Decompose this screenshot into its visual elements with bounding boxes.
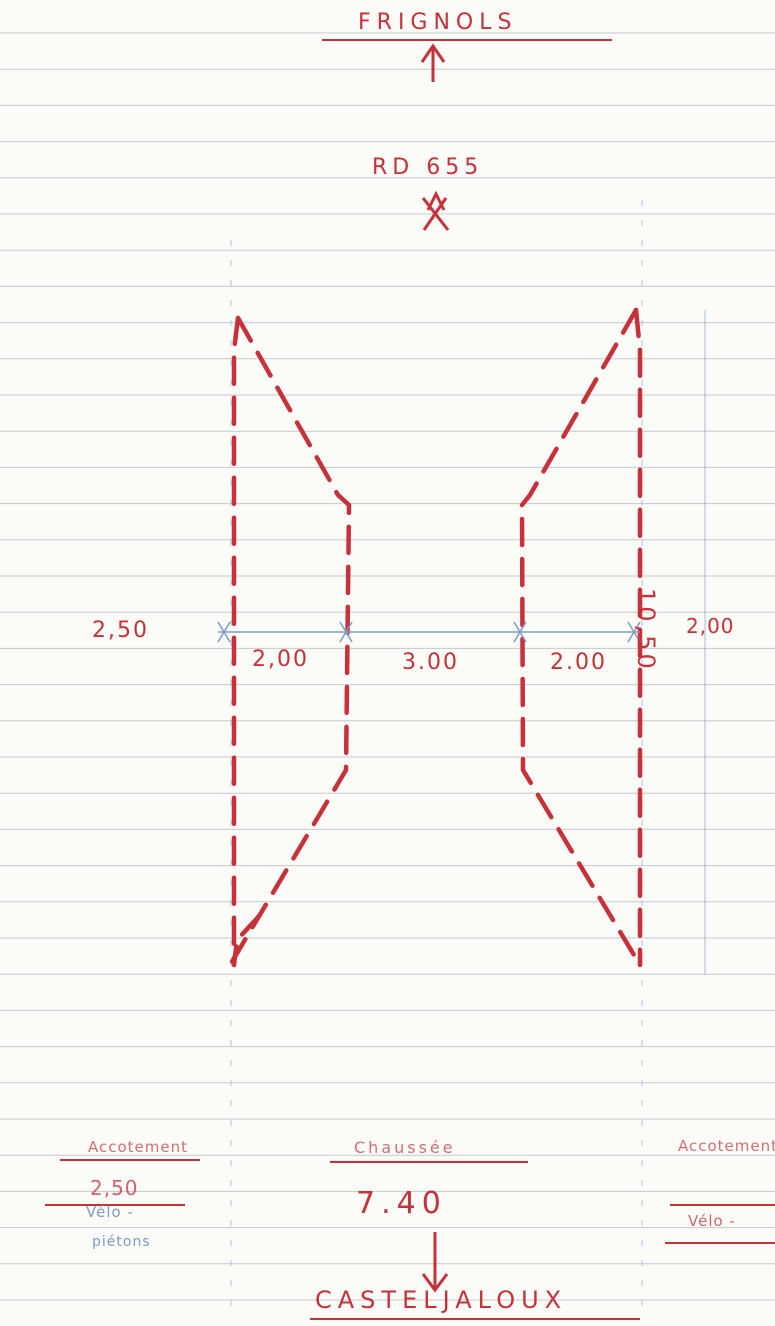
legend-right-header: Accotement <box>678 1137 775 1155</box>
legend-center-value: 7.40 <box>356 1186 447 1221</box>
right-edge-line <box>633 307 643 968</box>
legend-right-sub: Vélo - <box>688 1212 736 1230</box>
legend-left-header: Accotement <box>88 1138 189 1156</box>
dim-right-lane: 2.00 <box>550 650 607 675</box>
dim-length: 10,50 <box>632 588 660 672</box>
dim-left-verge: 2,50 <box>92 618 149 643</box>
legend-center-header: Chaussée <box>354 1138 456 1157</box>
road-layout <box>227 307 643 968</box>
cross-arrow-icon <box>421 190 450 231</box>
legend-left-sub: Vélo - <box>86 1203 134 1221</box>
right-lane-line <box>519 307 643 968</box>
legend-rules <box>45 1159 775 1244</box>
arrow-down-icon <box>421 1232 449 1293</box>
legend-left-value: 2,50 <box>90 1176 139 1200</box>
ruled-lines <box>0 32 775 1301</box>
road-number: RD 655 <box>372 155 484 180</box>
dim-left-lane: 2,00 <box>252 647 309 672</box>
width-dimension-line <box>217 621 641 643</box>
left-lane-line <box>227 315 352 968</box>
top-destination: FRIGNOLS <box>358 10 518 35</box>
bottom-destination: CASTELJALOUX <box>315 1286 568 1314</box>
dim-center: 3.00 <box>402 650 459 675</box>
legend-left-sub2: piétons <box>92 1234 151 1250</box>
dim-right-verge: 2,00 <box>686 614 735 638</box>
arrow-up-icon <box>420 43 446 82</box>
left-edge-line <box>231 315 263 968</box>
